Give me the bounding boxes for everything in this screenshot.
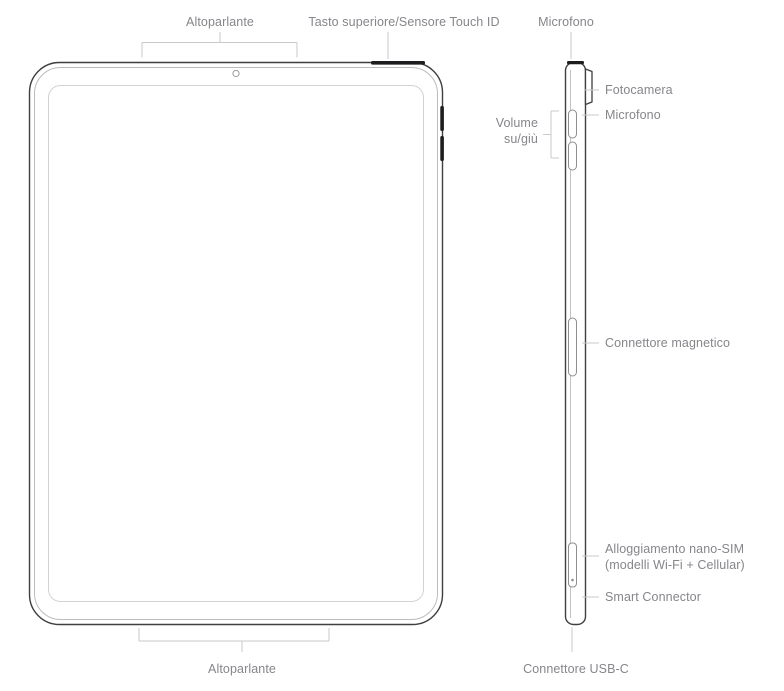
- callout-label-usb-c-connector: Connettore USB-C: [523, 662, 629, 676]
- callout-label-nano-sim-line-1: Alloggiamento nano-SIM: [605, 542, 745, 556]
- callout-label-magnetic-connector: Connettore magnetico: [605, 336, 730, 350]
- leader-speaker-bottom: [138, 628, 330, 642]
- callout-label-nano-sim-tray: Alloggiamento nano-SIM (modelli Wi-Fi + C…: [605, 541, 745, 573]
- callout-label-microphone-top: Microfono: [538, 15, 594, 29]
- callout-label-volume-up-down: Volume su/giù: [496, 115, 538, 147]
- front-body-chamfer: [34, 67, 438, 620]
- display-screen: [48, 85, 424, 602]
- camera-bump: [584, 68, 593, 106]
- magnetic-connector-strip: [568, 317, 577, 377]
- volume-down-button: [440, 136, 444, 161]
- callout-label-camera: Fotocamera: [605, 83, 673, 97]
- nano-sim-slot: [568, 542, 577, 588]
- front-view: [28, 61, 444, 626]
- callout-label-speaker-top: Altoparlante: [186, 15, 254, 29]
- volume-up-button: [440, 106, 444, 131]
- callout-label-nano-sim-line-2: (modelli Wi-Fi + Cellular): [605, 558, 745, 572]
- callout-label-top-button-touch-id: Tasto superiore/Sensore Touch ID: [308, 15, 500, 29]
- callout-label-microphone-side: Microfono: [605, 108, 661, 122]
- side-top-microphone: [567, 61, 584, 65]
- callout-label-speaker-bottom: Altoparlante: [208, 662, 276, 676]
- callout-label-smart-connector: Smart Connector: [605, 590, 701, 604]
- volume-up-button-side: [568, 109, 577, 139]
- callout-label-volume-line-2: su/giù: [504, 132, 538, 146]
- volume-down-button-side: [568, 141, 577, 171]
- leader-lines: [138, 32, 599, 652]
- leader-volume: [550, 110, 559, 159]
- callout-label-volume-line-1: Volume: [495, 116, 538, 130]
- nano-sim-eject-hole-icon: [571, 578, 574, 582]
- front-camera-icon: [232, 69, 240, 78]
- leader-speaker-top: [141, 42, 298, 58]
- top-button: [371, 61, 425, 65]
